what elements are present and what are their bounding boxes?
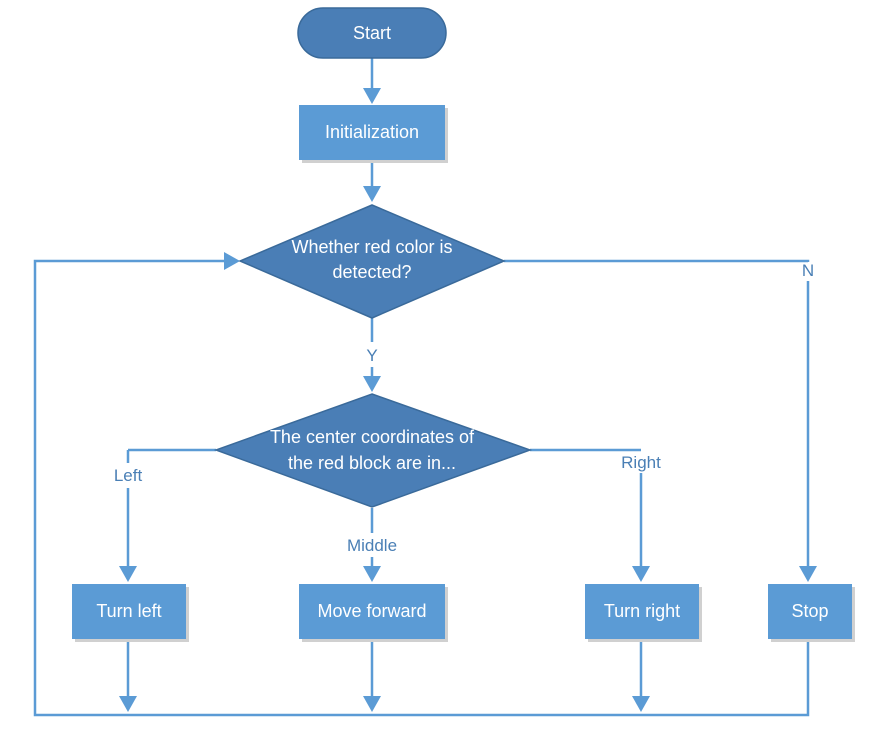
turn-left-label: Turn left — [96, 601, 161, 621]
edge-label-left: Left — [114, 466, 143, 485]
edge-label-yes: Y — [366, 346, 377, 365]
arrowhead-to-move-forward — [363, 566, 381, 582]
arrowhead-start-to-init — [363, 88, 381, 104]
decision1-node: Whether red color is detected? — [238, 204, 506, 319]
decision2-line2: the red block are in... — [288, 453, 456, 473]
decision2-line1: The center coordinates of — [270, 427, 475, 447]
init-box — [299, 105, 445, 160]
move-forward-node: Move forward — [299, 584, 448, 642]
arrowhead-to-turn-left — [119, 566, 137, 582]
turn-right-node: Turn right — [585, 584, 702, 642]
arrowhead-init-to-decision1 — [363, 186, 381, 202]
edge-decision1-no-horizontal — [504, 259, 810, 263]
start-label: Start — [353, 23, 391, 43]
edge-loop-back — [33, 259, 810, 717]
stop-label: Stop — [791, 601, 828, 621]
arrowhead-turn-right-down — [632, 696, 650, 712]
init-node: Initialization — [299, 105, 448, 163]
decision2-node: The center coordinates of the red block … — [213, 393, 533, 508]
turn-right-box — [585, 584, 699, 639]
decision2-diamond — [213, 393, 533, 508]
move-forward-label: Move forward — [317, 601, 426, 621]
arrowhead-turn-left-down — [119, 696, 137, 712]
connectors — [33, 57, 817, 717]
arrowhead-to-stop — [799, 566, 817, 582]
start-terminal-shape — [297, 7, 447, 59]
arrowhead-decision1-to-decision2 — [363, 376, 381, 392]
arrowhead-move-forward-down — [363, 696, 381, 712]
edge-label-no: N — [802, 261, 814, 280]
edge-label-middle: Middle — [347, 536, 397, 555]
start-node: Start — [297, 7, 447, 59]
arrowhead-to-turn-right — [632, 566, 650, 582]
edge-labels: Y N Left Middle Right — [114, 261, 814, 555]
turn-right-label: Turn right — [604, 601, 680, 621]
decision1-diamond — [238, 204, 506, 319]
decision1-line1: Whether red color is — [291, 237, 452, 257]
stop-box — [768, 584, 852, 639]
init-label: Initialization — [325, 122, 419, 142]
stop-node: Stop — [768, 584, 855, 642]
decision1-line2: detected? — [332, 262, 411, 282]
arrowhead-loop-to-decision1 — [224, 252, 240, 270]
turn-left-node: Turn left — [72, 584, 189, 642]
edge-label-right: Right — [621, 453, 661, 472]
move-forward-box — [299, 584, 445, 639]
turn-left-box — [72, 584, 186, 639]
